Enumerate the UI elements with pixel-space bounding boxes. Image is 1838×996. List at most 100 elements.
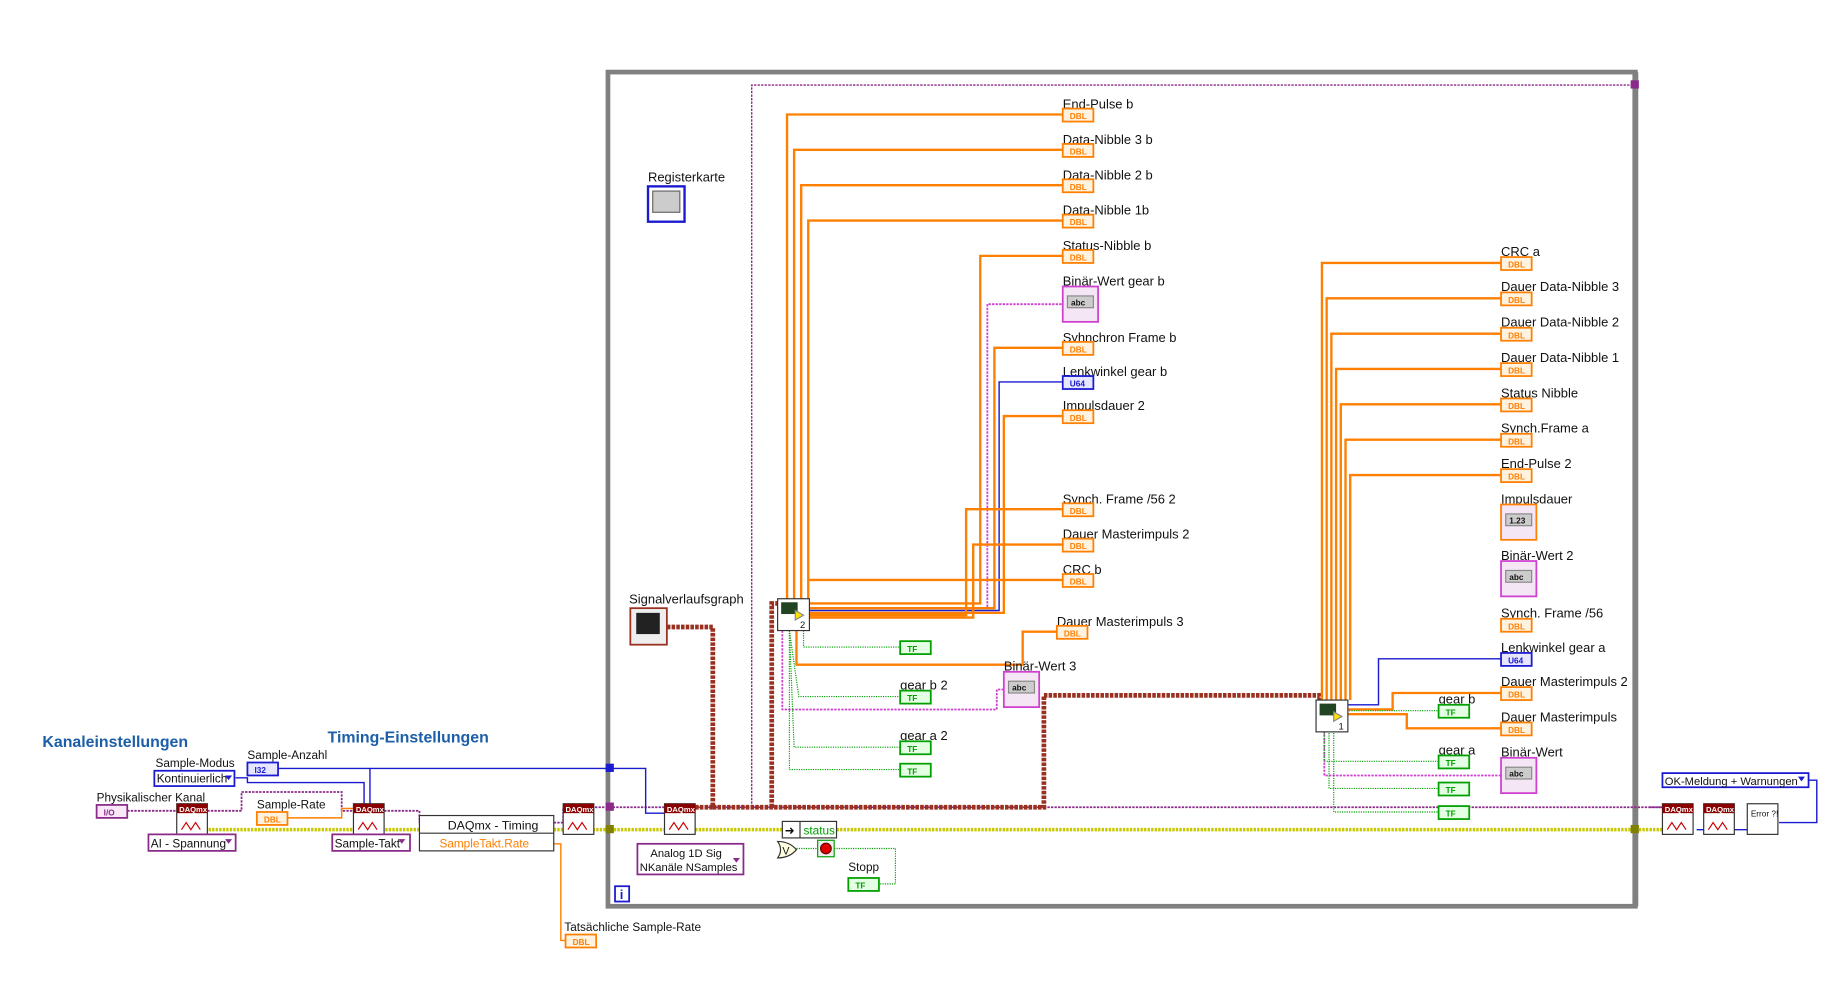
indicator-b-7[interactable]: U64: [1061, 375, 1095, 390]
indicator-a-0[interactable]: DBL: [1500, 256, 1533, 271]
wire: [1344, 438, 1502, 701]
indicator-b-9[interactable]: DBL: [1061, 502, 1095, 518]
indicator-type: TF: [1446, 759, 1456, 768]
unbundle-status-node[interactable]: ➜ status: [781, 820, 838, 839]
indicator-label: Binär-Wert: [1501, 745, 1563, 760]
indicator-a-12[interactable]: DBL: [1500, 721, 1533, 737]
indicator-b-14[interactable]: TF: [899, 640, 932, 655]
wire: [1325, 297, 1502, 701]
indicator-a-15[interactable]: TF: [1437, 754, 1471, 770]
sample-count-control[interactable]: I32: [246, 761, 279, 777]
indicator-b-6[interactable]: DBL: [1061, 341, 1095, 356]
daqmx-start-node[interactable]: DAQmx: [562, 803, 595, 835]
indicator-label: Dauer Data-Nibble 3: [1501, 279, 1619, 294]
wire: [795, 630, 1057, 666]
ai-type-ring[interactable]: AI - Spannung: [147, 833, 237, 852]
indicator-b-11[interactable]: DBL: [1061, 573, 1095, 588]
read-mode-line1: Analog 1D Sig: [650, 848, 722, 860]
wire: [788, 630, 901, 698]
wire: [1333, 730, 1439, 813]
ai-type-value: AI - Spannung: [151, 837, 226, 850]
indicator-a-3[interactable]: DBL: [1500, 362, 1533, 377]
physical-channel-control[interactable]: I/O: [95, 804, 129, 819]
indicator-b-8[interactable]: DBL: [1061, 409, 1095, 425]
clock-type-ring[interactable]: Sample-Takt: [331, 833, 411, 852]
indicator-type: DBL: [1070, 507, 1087, 516]
while-loop[interactable]: [605, 69, 1638, 909]
subvi-index: 2: [800, 619, 805, 630]
indicator-a-11[interactable]: DBL: [1500, 686, 1533, 701]
indicator-a-7[interactable]: 1.23: [1500, 503, 1538, 541]
indicator-label: Dauer Masterimpuls: [1501, 709, 1617, 724]
daqmx-create-channel-node[interactable]: DAQmx: [176, 803, 208, 835]
indicator-a-5[interactable]: DBL: [1500, 432, 1533, 448]
actual-sample-rate-indicator[interactable]: DBL: [564, 933, 598, 949]
indicator-b-16[interactable]: TF: [899, 740, 932, 756]
stop-indicator[interactable]: TF: [847, 877, 880, 892]
start-icon: [567, 821, 588, 831]
indicator-b-13[interactable]: abc: [1002, 670, 1041, 709]
indicator-a-10[interactable]: U64: [1500, 652, 1533, 667]
indicator-type: DBL: [1064, 629, 1081, 638]
sent-decode-subvi-2[interactable]: 2: [777, 598, 811, 632]
error-icon: Error ?!: [1751, 810, 1778, 819]
indicator-type: U64: [1070, 380, 1086, 389]
read-mode-ring[interactable]: Analog 1D Sig NKanäle NSamples: [636, 842, 745, 876]
indicator-a-17[interactable]: TF: [1437, 805, 1471, 820]
wire: [785, 113, 1063, 599]
waveform-icon: [1319, 703, 1337, 716]
indicator-b-2[interactable]: DBL: [1061, 178, 1095, 194]
wire: [788, 630, 901, 771]
sample-mode-ring[interactable]: Kontinuierlich: [153, 769, 236, 787]
indicator-b-0[interactable]: DBL: [1061, 107, 1095, 123]
daqmx-read-node[interactable]: DAQmx: [663, 803, 696, 835]
indicator-b-12[interactable]: DBL: [1055, 624, 1089, 640]
daqmx-stop-node[interactable]: DAQmx: [1661, 803, 1694, 835]
indicator-b-17[interactable]: TF: [899, 762, 932, 778]
indicator-b-5[interactable]: abc: [1061, 285, 1099, 323]
indicator-a-2[interactable]: DBL: [1500, 326, 1533, 342]
indicator-type: DBL: [1508, 691, 1525, 700]
daqmx-timing-node[interactable]: DAQmx: [352, 803, 385, 835]
indicator-a-8[interactable]: abc: [1500, 560, 1538, 598]
indicator-a-13[interactable]: abc: [1500, 756, 1538, 795]
error-handler-node[interactable]: Error ?!: [1746, 803, 1779, 835]
indicator-type: abc: [1012, 684, 1027, 693]
indicator-type: DBL: [1070, 578, 1087, 587]
wire: [712, 692, 1322, 810]
sample-rate-control[interactable]: DBL: [255, 811, 289, 826]
indicator-type: DBL: [1508, 296, 1525, 305]
daqmx-clear-node[interactable]: DAQmx: [1703, 803, 1735, 835]
indicator-b-4[interactable]: DBL: [1061, 249, 1095, 264]
timing-property-node[interactable]: DAQmx - Timing SampleTakt.Rate: [418, 814, 555, 852]
indicator-type: TF: [907, 645, 917, 654]
indicator-a-14[interactable]: TF: [1437, 703, 1471, 719]
sample-mode-value: Kontinuierlich: [157, 773, 228, 786]
daqmx-label: DAQmx: [356, 805, 385, 814]
wire: [796, 847, 897, 885]
indicator-a-1[interactable]: DBL: [1500, 291, 1533, 307]
indicator-b-15[interactable]: TF: [899, 689, 932, 705]
indicator-a-4[interactable]: DBL: [1500, 397, 1533, 413]
stop-terminal[interactable]: [817, 839, 835, 858]
indicator-b-10[interactable]: DBL: [1061, 537, 1095, 553]
indicator-label: gear b: [1439, 692, 1476, 707]
error-handling-ring[interactable]: OK-Meldung + Warnungen: [1661, 772, 1810, 789]
tab-control-terminal[interactable]: [646, 185, 686, 223]
indicator-type: TF: [1446, 786, 1456, 795]
indicator-a-16[interactable]: TF: [1437, 781, 1471, 797]
indicator-type: TF: [907, 694, 917, 703]
indicator-a-6[interactable]: DBL: [1500, 468, 1533, 483]
waveform-graph-terminal[interactable]: [629, 607, 668, 646]
wire: [1323, 730, 1439, 762]
wire: [808, 303, 1063, 610]
indicator-a-9[interactable]: DBL: [1500, 617, 1533, 633]
sent-decode-subvi-1[interactable]: 1: [1315, 699, 1349, 733]
indicator-type: DBL: [1070, 112, 1087, 121]
indicator-type: TF: [1446, 708, 1456, 717]
indicator-label: Dauer Masterimpuls 2: [1063, 527, 1190, 542]
indicator-label: gear a: [1439, 742, 1477, 757]
indicator-b-3[interactable]: DBL: [1061, 213, 1095, 229]
indicator-b-1[interactable]: DBL: [1061, 143, 1095, 158]
dropdown-arrow-icon: [398, 839, 406, 844]
